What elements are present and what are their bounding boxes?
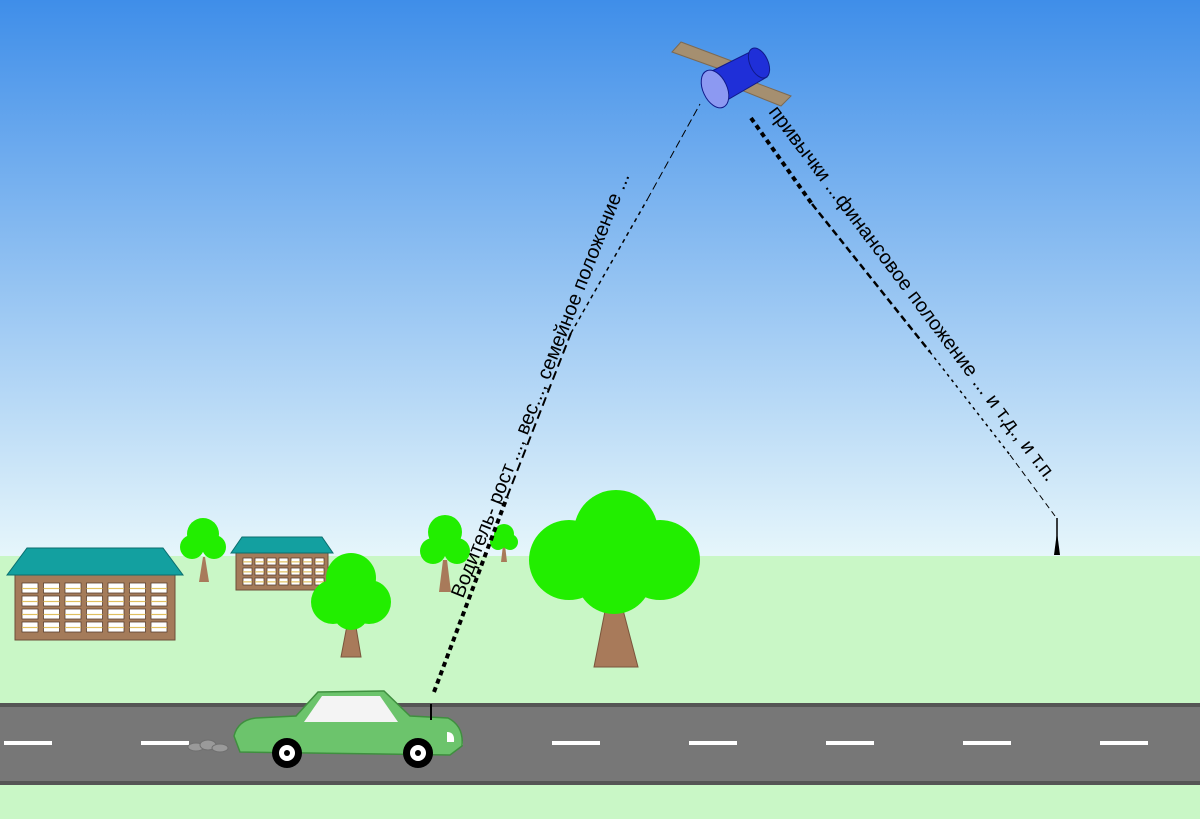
satellite-icon	[671, 41, 792, 109]
road	[0, 703, 1200, 785]
car-wheel-front	[403, 738, 433, 768]
lane-marking	[1100, 741, 1148, 745]
tree-tiny	[490, 524, 518, 562]
car-windshield	[304, 696, 398, 722]
tree-medium	[311, 553, 391, 658]
satellite-dish	[700, 69, 730, 109]
uplink-beam	[432, 103, 701, 693]
downlink-beam	[749, 116, 1056, 517]
antenna-tower-icon	[1054, 518, 1060, 555]
lane-marking	[552, 741, 600, 745]
lane-marking	[963, 741, 1011, 745]
tree-small-left	[180, 518, 226, 582]
lane-marking	[141, 741, 189, 745]
lane-marking	[4, 741, 52, 745]
car-icon	[187, 690, 463, 768]
tree-small-center	[420, 515, 470, 592]
satellite-end-cap	[747, 47, 771, 79]
lane-marking	[689, 741, 737, 745]
building-large	[6, 547, 184, 641]
car-wheel-rear	[272, 738, 302, 768]
exhaust-smoke	[187, 739, 229, 753]
tree-large	[529, 490, 700, 668]
building-small	[230, 536, 334, 591]
lane-marking	[826, 741, 874, 745]
sky	[0, 0, 1200, 556]
car-headlight	[447, 732, 455, 742]
